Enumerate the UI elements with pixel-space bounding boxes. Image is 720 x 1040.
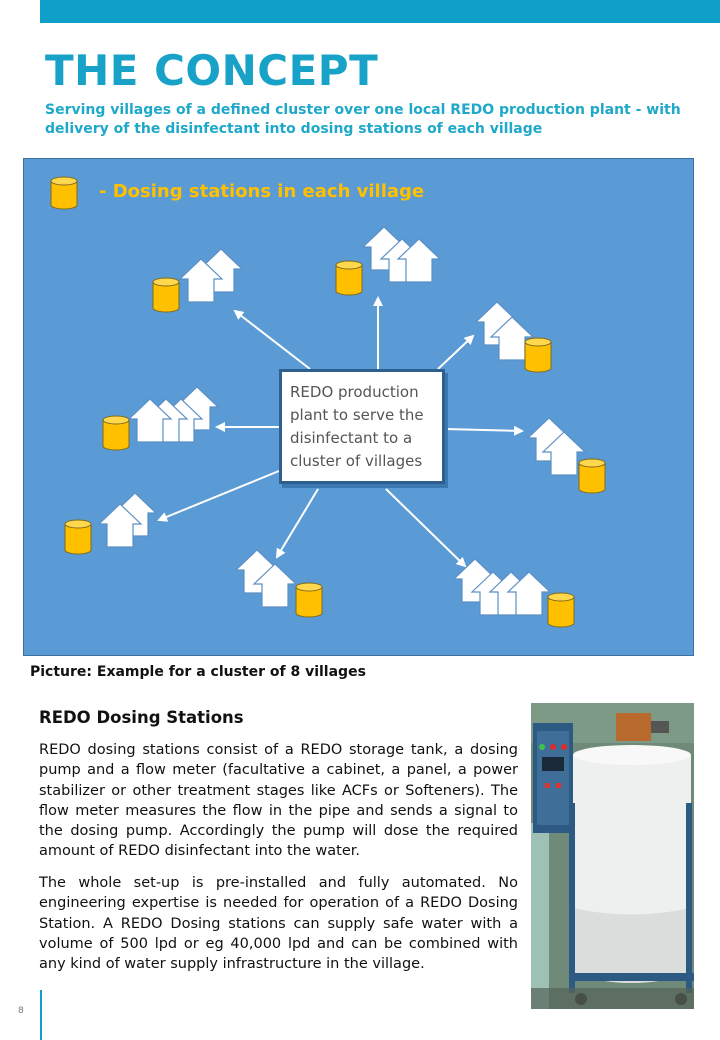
village-5 (527, 417, 606, 494)
legend-tank-icon (50, 176, 78, 210)
page-number: 8 (18, 1006, 24, 1016)
dosing-station-photo (531, 703, 694, 1009)
page-title: THE CONCEPT (45, 46, 379, 95)
village-8 (453, 558, 575, 628)
production-plant-box: REDO production plant to serve the disin… (279, 369, 445, 484)
village-4 (102, 386, 219, 451)
arrow-icon (157, 296, 524, 568)
page-subtitle: Serving villages of a defined cluster ov… (45, 102, 681, 137)
cluster-diagram: - Dosing stations in each village REDO p… (23, 158, 694, 656)
diagram-graphics (50, 176, 606, 628)
legend-label: - Dosing stations in each village (99, 181, 425, 202)
footer-accent-line (40, 990, 42, 1040)
figure-caption: Picture: Example for a cluster of 8 vill… (30, 664, 366, 680)
village-2 (335, 226, 441, 296)
section-title: REDO Dosing Stations (39, 708, 244, 727)
paragraph-2: The whole set-up is pre-installed and fu… (39, 875, 518, 973)
village-1 (152, 248, 243, 313)
village-6 (64, 492, 157, 555)
village-3 (475, 301, 552, 373)
village-7 (235, 549, 323, 618)
paragraph-1: REDO dosing stations consist of a REDO s… (39, 742, 518, 860)
top-accent-bar (40, 0, 720, 23)
